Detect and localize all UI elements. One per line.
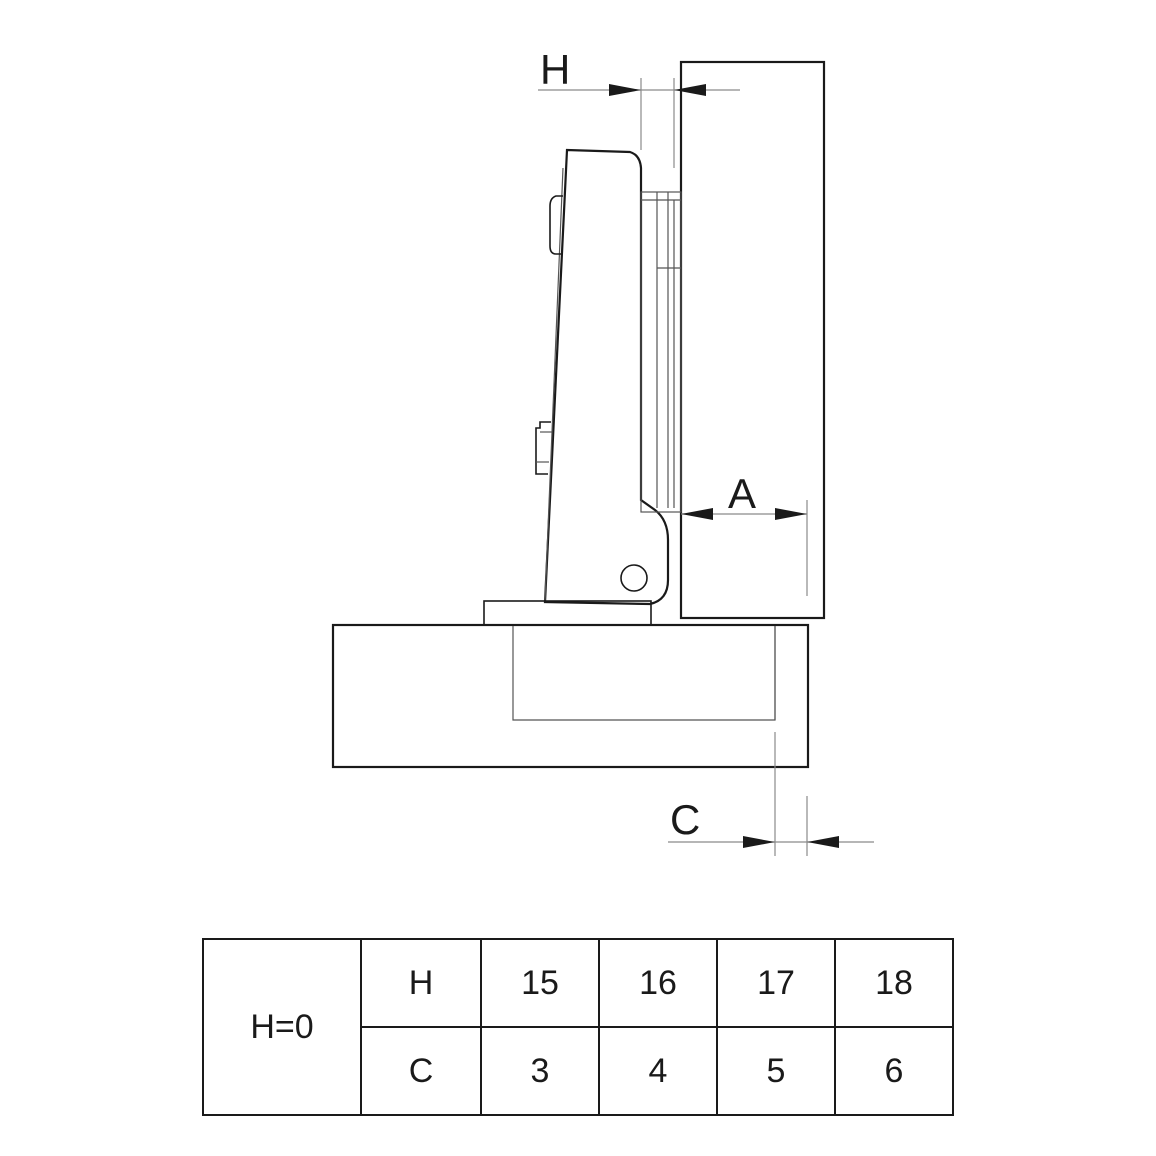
table-cell: 4 (598, 1026, 718, 1116)
table-cell: 16 (598, 938, 718, 1028)
cup-recess (512, 626, 776, 721)
dim-c-label: C (670, 796, 700, 843)
table-cell: 18 (834, 938, 954, 1028)
dim-a-arrow-left (681, 508, 713, 520)
dim-a-arrow-right (775, 508, 807, 520)
door-panel (679, 60, 826, 620)
pivot-pin (620, 564, 648, 592)
dim-h-label: H (540, 46, 570, 93)
hinge-arm (543, 148, 670, 606)
mounting-plate (483, 600, 652, 626)
table-cell: 17 (716, 938, 836, 1028)
dim-h-arrow-left (609, 84, 641, 96)
row-label-c: C (360, 1026, 482, 1116)
table-cell: 15 (480, 938, 600, 1028)
table-row: H=0 H 15 16 17 18 (202, 938, 954, 1116)
table-cell: 6 (834, 1026, 954, 1116)
adjustment-screw (535, 421, 551, 475)
dim-c-arrow-right (807, 836, 839, 848)
table-row: C 3 4 5 6 (203, 1026, 954, 1116)
arm-clip-upper (549, 195, 563, 255)
row-label-h: H (360, 938, 482, 1028)
spec-table: H=0 H 15 16 17 18 C 3 4 5 6 (202, 938, 954, 1116)
dim-a-label: A (728, 470, 756, 517)
dim-c-arrow-left (743, 836, 775, 848)
cup-wing (640, 191, 682, 513)
hinge-diagram: H A C (331, 46, 874, 856)
table-title: H=0 (202, 938, 362, 1116)
cabinet-side-panel (331, 623, 810, 769)
table-cell: 5 (716, 1026, 836, 1116)
dim-h-arrow-right (674, 84, 706, 96)
table-cell: 3 (480, 1026, 600, 1116)
